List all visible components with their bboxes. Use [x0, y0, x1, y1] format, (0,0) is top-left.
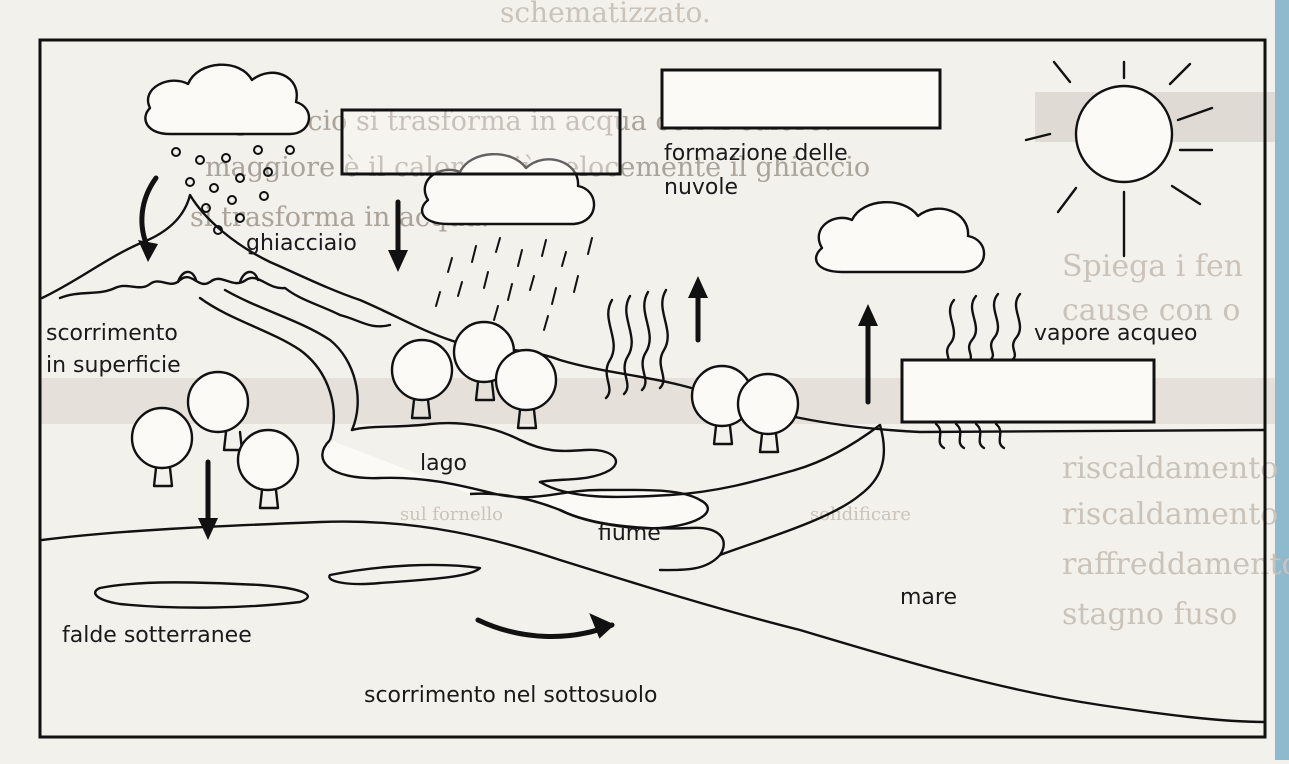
groundwater-lens-1	[94, 581, 309, 609]
tree	[186, 370, 250, 452]
answer-box-left[interactable]	[340, 108, 622, 176]
glacier-bump-2	[176, 270, 198, 284]
bleed-right-2: cause con o	[1062, 293, 1240, 328]
vapor-waves-right	[944, 292, 1022, 368]
glacier-arrowhead	[138, 240, 158, 262]
label-surface-runoff-1: scorrimento	[46, 321, 178, 346]
label-sea: mare	[900, 585, 957, 610]
bleed-mid-1: sul fornello	[400, 504, 503, 525]
glacier-bump-1	[238, 270, 260, 284]
bleed-right-3: riscaldamento	[1062, 451, 1278, 486]
tree	[130, 406, 194, 488]
cloud-rain	[421, 153, 596, 226]
label-underground-runoff: scorrimento nel sottosuolo	[364, 683, 657, 708]
evaporation-arrow-left-head	[688, 276, 708, 298]
tree	[390, 338, 454, 420]
hail-pellets	[171, 145, 295, 235]
bleed-right-4: riscaldamento	[1062, 497, 1278, 532]
vapor-waves-left	[604, 288, 669, 400]
glacier-snowline	[58, 276, 392, 328]
underground-flow-arrowhead	[589, 613, 615, 639]
label-cloud-formation-2: nuvole	[664, 175, 738, 200]
tree	[494, 348, 558, 430]
bleed-line-1: schematizzato.	[500, 0, 711, 29]
rain-drops	[435, 237, 593, 331]
river-lower-bank	[558, 508, 725, 572]
infiltration-arrowhead	[198, 518, 218, 540]
river-bank-left	[198, 296, 335, 442]
bleed-mid-2: solidificare	[810, 504, 911, 525]
river-bank-right	[223, 288, 359, 432]
bleed-right-6: stagno fuso	[1062, 597, 1237, 632]
precipitation-arrowhead	[388, 250, 408, 272]
evaporation-arrow-right-head	[858, 304, 878, 326]
arrows	[138, 175, 878, 540]
sun-icon	[1024, 60, 1214, 258]
groundwater-lens-2	[328, 563, 482, 586]
answer-box-top[interactable]	[660, 68, 942, 130]
cloud-right	[815, 201, 986, 274]
label-water-vapor: vapore acqueo	[1034, 321, 1198, 346]
bleed-right-5: raffreddamento	[1062, 547, 1289, 582]
trees	[130, 320, 800, 510]
label-river: fiume	[598, 521, 661, 546]
diagram-frame	[38, 38, 1267, 739]
page-edge-strip	[1275, 0, 1289, 760]
sea-lower-boundary	[40, 520, 1267, 724]
bleed-right-1: Spiega i fen	[1062, 249, 1243, 284]
lake-upper-shore	[350, 421, 618, 484]
label-lake: lago	[420, 451, 467, 476]
sea-shoreline	[718, 423, 886, 557]
tree	[236, 428, 300, 510]
diagram-labels: ghiacciaio scorrimento in superficie for…	[46, 141, 1198, 708]
tree	[736, 372, 800, 454]
label-glacier: ghiacciaio	[246, 231, 357, 256]
river-upper-bank	[538, 468, 797, 499]
answer-box-right[interactable]	[900, 358, 1156, 424]
vapor-waves-bottom	[934, 422, 1006, 450]
label-cloud-formation-1: formazione delle	[664, 141, 848, 166]
lake-shore	[321, 439, 709, 530]
label-groundwater: falde sotterranee	[62, 623, 252, 648]
cloud-top-left	[144, 63, 311, 136]
label-surface-runoff-2: in superficie	[46, 353, 181, 378]
underground-flow-arrow	[475, 617, 615, 639]
